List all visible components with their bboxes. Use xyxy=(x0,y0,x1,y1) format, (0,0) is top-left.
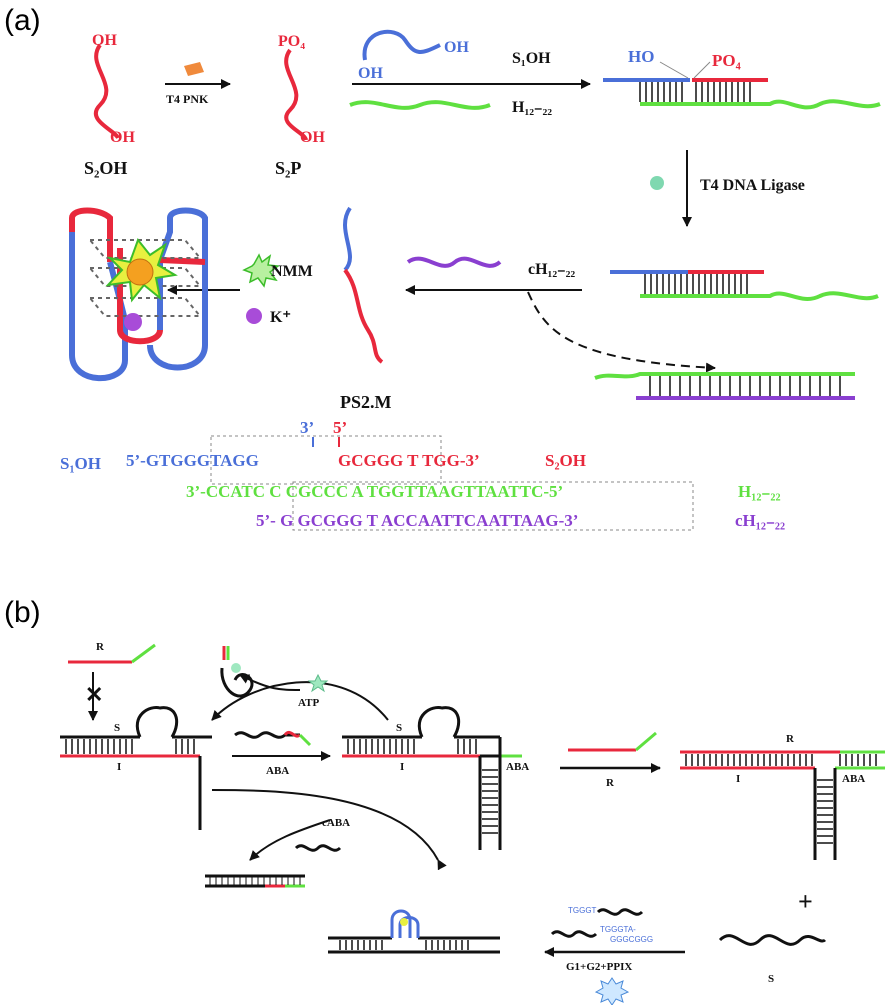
panel-a-label: (a) xyxy=(4,4,41,37)
seq-h1222: 3’-CCATC C CGCCC A TGGTTAAGTTAATTC-5’ xyxy=(186,482,563,501)
seq-s1oh-label: S₁OH xyxy=(60,454,101,473)
r-top-label: R xyxy=(96,641,105,653)
pnk-label: T4 PNK xyxy=(166,92,209,106)
atp-arc xyxy=(211,681,389,721)
s-free-strand xyxy=(718,934,827,946)
nmm-icon xyxy=(242,253,280,288)
aptamer-atp-complex xyxy=(220,646,254,698)
s1oh-strand xyxy=(362,29,441,61)
nmm-label: NMM xyxy=(271,263,313,280)
aba-right-label: ABA xyxy=(842,773,865,785)
s2p-po4: PO₄ xyxy=(278,33,305,50)
seq-5prime: 5’ xyxy=(333,418,347,437)
seq-box-bottom xyxy=(292,481,694,531)
s1oh-arrow-label: S₁OH xyxy=(512,50,551,67)
s2oh-oh-bottom: OH xyxy=(110,129,135,146)
ligase-label: T4 DNA Ligase xyxy=(700,177,805,194)
ligated-duplex xyxy=(610,270,879,301)
aba-strand-red xyxy=(283,730,302,738)
s2p-label: S₂P xyxy=(275,158,301,178)
seq-3prime: 3’ xyxy=(300,418,314,437)
g1-seq-label: TGGGT xyxy=(568,906,597,915)
right-complex xyxy=(680,750,885,860)
seq-s2: GCGGG T TGG-3’ xyxy=(338,451,480,470)
s2oh-label: S₂OH xyxy=(84,158,127,178)
g1g2-label: G1+G2+PPIX xyxy=(566,961,632,973)
r-right-label: R xyxy=(786,733,795,745)
atp-icon xyxy=(307,673,329,693)
panel-b-label: (b) xyxy=(4,596,41,629)
g2-strand xyxy=(550,930,598,938)
ps2m-label: PS2.M xyxy=(340,392,392,412)
seq-h1222-label: H₁₂₋₂₂ xyxy=(738,482,781,501)
ch1222-label: cH₁₂₋₂₂ xyxy=(528,261,575,278)
potassium-icon xyxy=(246,308,262,324)
ps2m-strand xyxy=(343,206,352,272)
g2-seq-label-1: TGGGTA- xyxy=(600,925,636,934)
seq-s1: 5’-GTGGGTAGG xyxy=(126,451,259,470)
kplus-label: K⁺ xyxy=(270,309,291,326)
plus-sign: + xyxy=(798,887,813,916)
ps2m-strand-red xyxy=(343,268,384,364)
i-left-label: I xyxy=(117,761,121,773)
bottom-g4-complex xyxy=(328,909,500,954)
aba-caba-duplex xyxy=(205,874,305,888)
atp-label: ATP xyxy=(298,697,319,709)
ch1222-strand xyxy=(406,256,502,268)
s2oh-oh-top: OH xyxy=(92,32,117,49)
h1222-arrow-label: H₁₂₋₂₂ xyxy=(512,99,552,116)
seq-ch1222: 5’- G GCGGG T ACCAATTCAATTAAG-3’ xyxy=(256,511,578,530)
ligase-enzyme-icon xyxy=(650,176,664,190)
ppix-icon xyxy=(594,977,630,1005)
caba-release-arc xyxy=(249,819,331,861)
s2p-oh: OH xyxy=(300,129,325,146)
blocked-cross-icon: ✕ xyxy=(85,682,103,707)
s1oh-oh-left: OH xyxy=(358,65,383,82)
duplex-ho: HO xyxy=(628,47,654,66)
r-arrow-probe-green xyxy=(635,731,657,752)
s1oh-oh-right: OH xyxy=(444,39,469,56)
dashed-arrow xyxy=(527,291,716,373)
seq-ch1222-label: cH₁₂₋₂₂ xyxy=(735,511,785,530)
r-arrow-label: R xyxy=(606,777,615,789)
aba-strand-green xyxy=(298,733,312,747)
mid-hairpin-complex xyxy=(342,705,522,850)
duplex-po4: PO₄ xyxy=(712,51,741,70)
atp-release-arc xyxy=(239,674,301,691)
s-left-label: S xyxy=(114,722,120,734)
g1-strand xyxy=(596,908,644,916)
i-mid-label: I xyxy=(400,761,404,773)
s2p-strand xyxy=(284,48,308,141)
aba-mid-label: ABA xyxy=(506,761,529,773)
nicked-duplex xyxy=(603,61,881,110)
s2oh-strand xyxy=(94,43,120,140)
aba-strand xyxy=(234,731,300,739)
r-probe-green xyxy=(131,643,156,664)
h-ch-duplex xyxy=(594,372,855,400)
caba-label: cABA xyxy=(322,817,350,829)
s-mid-label: S xyxy=(396,722,402,734)
left-hairpin-complex xyxy=(60,705,212,830)
g-quadruplex xyxy=(69,207,208,382)
seq-s2oh-label: S₂OH xyxy=(545,451,586,470)
seq-box-top xyxy=(210,435,442,485)
pnk-enzyme-icon xyxy=(184,62,204,76)
i-right-label: I xyxy=(736,773,740,785)
s-bottom-label: S xyxy=(768,973,774,985)
caba-strand xyxy=(294,844,342,852)
caba-arc xyxy=(211,789,447,871)
h1222-strand xyxy=(349,100,491,110)
aba-label: ABA xyxy=(266,765,289,777)
g2-seq-label-2: GGGCGGG xyxy=(610,935,653,944)
